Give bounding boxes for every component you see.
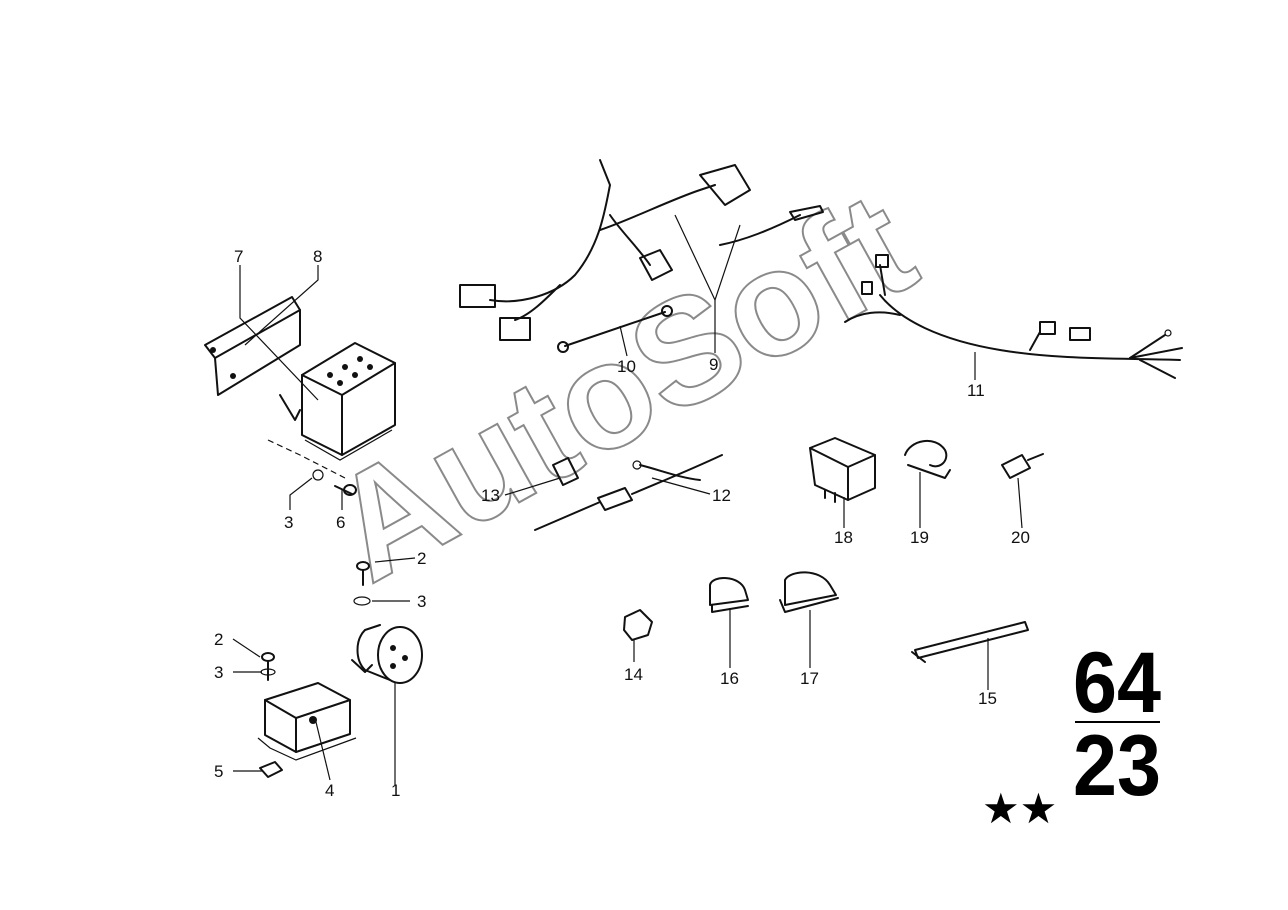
callout-10: 10 bbox=[617, 357, 636, 376]
cable-tie-part bbox=[911, 621, 1029, 663]
screw-part bbox=[356, 561, 370, 586]
callout-18: 18 bbox=[834, 528, 853, 547]
leader-lines bbox=[232, 265, 1023, 785]
cable-clip-part bbox=[904, 440, 951, 479]
callout-5: 5 bbox=[214, 762, 223, 781]
callout-20: 20 bbox=[1011, 528, 1030, 547]
wiring-loom-part bbox=[844, 254, 1183, 379]
callout-17: 17 bbox=[800, 669, 819, 688]
callout-3: 3 bbox=[214, 663, 223, 682]
assembly-line bbox=[267, 439, 346, 479]
callout-8: 8 bbox=[313, 247, 322, 266]
callout-16: 16 bbox=[720, 669, 739, 688]
callout-14: 14 bbox=[624, 665, 643, 684]
callout-3: 3 bbox=[284, 513, 293, 532]
large-clamp-part bbox=[779, 571, 839, 613]
relay-box-part bbox=[301, 342, 396, 461]
washer-part bbox=[353, 596, 371, 606]
callout-13: 13 bbox=[481, 486, 500, 505]
sensor-cable-part bbox=[534, 454, 723, 531]
callout-4: 4 bbox=[325, 781, 334, 800]
ground-cable-part bbox=[557, 305, 673, 353]
grommet-part bbox=[623, 609, 653, 641]
callout-19: 19 bbox=[910, 528, 929, 547]
round-relay-part bbox=[351, 624, 423, 684]
callout-15: 15 bbox=[978, 689, 997, 708]
screw-part bbox=[334, 484, 357, 496]
callout-6: 6 bbox=[336, 513, 345, 532]
relay-bracket-part bbox=[204, 296, 301, 421]
group-number-bottom: 23 bbox=[1073, 718, 1161, 814]
nut-part bbox=[259, 761, 283, 778]
callout-1: 1 bbox=[391, 781, 400, 800]
callout-11: 11 bbox=[967, 381, 985, 400]
double-star-mark: ★★ bbox=[982, 784, 1057, 833]
callout-9: 9 bbox=[709, 355, 718, 374]
callout-12: 12 bbox=[712, 486, 731, 505]
callout-2: 2 bbox=[214, 630, 223, 649]
callout-7: 7 bbox=[234, 247, 243, 266]
flasher-unit-part bbox=[257, 682, 357, 761]
callout-2: 2 bbox=[417, 549, 426, 568]
clamp-part bbox=[709, 577, 749, 613]
washer-part bbox=[312, 469, 324, 481]
group-number-top: 64 bbox=[1073, 635, 1161, 731]
screw-part bbox=[261, 652, 275, 681]
relay-part bbox=[809, 437, 876, 503]
plug-part bbox=[1001, 453, 1044, 479]
callout-3: 3 bbox=[417, 592, 426, 611]
